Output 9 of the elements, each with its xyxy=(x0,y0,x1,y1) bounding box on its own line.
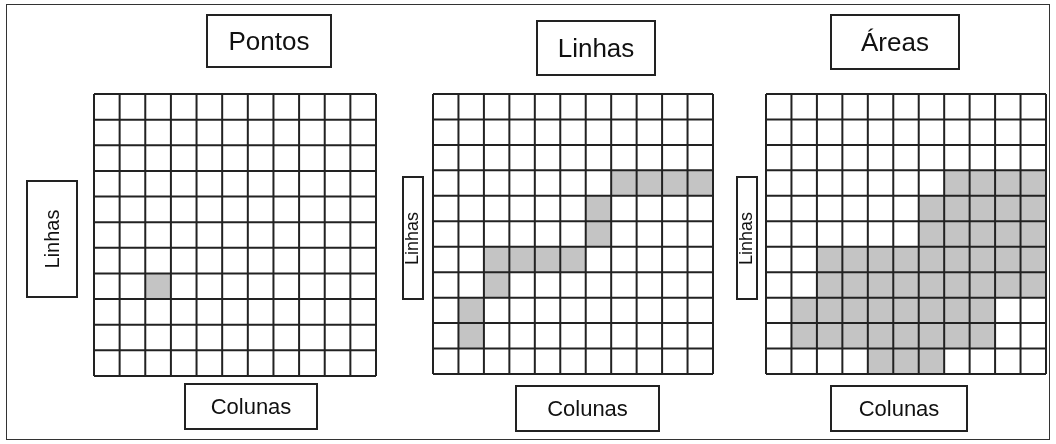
label-box: Colunas xyxy=(830,385,968,432)
label-box: Áreas xyxy=(830,14,960,70)
label-box: Linhas xyxy=(402,176,424,300)
label-box: Colunas xyxy=(515,385,660,432)
label-box: Pontos xyxy=(206,14,332,68)
label-box: Linhas xyxy=(536,20,656,76)
label-box: Colunas xyxy=(184,383,318,430)
label-box: Linhas xyxy=(736,176,758,300)
label-box: Linhas xyxy=(26,180,78,298)
